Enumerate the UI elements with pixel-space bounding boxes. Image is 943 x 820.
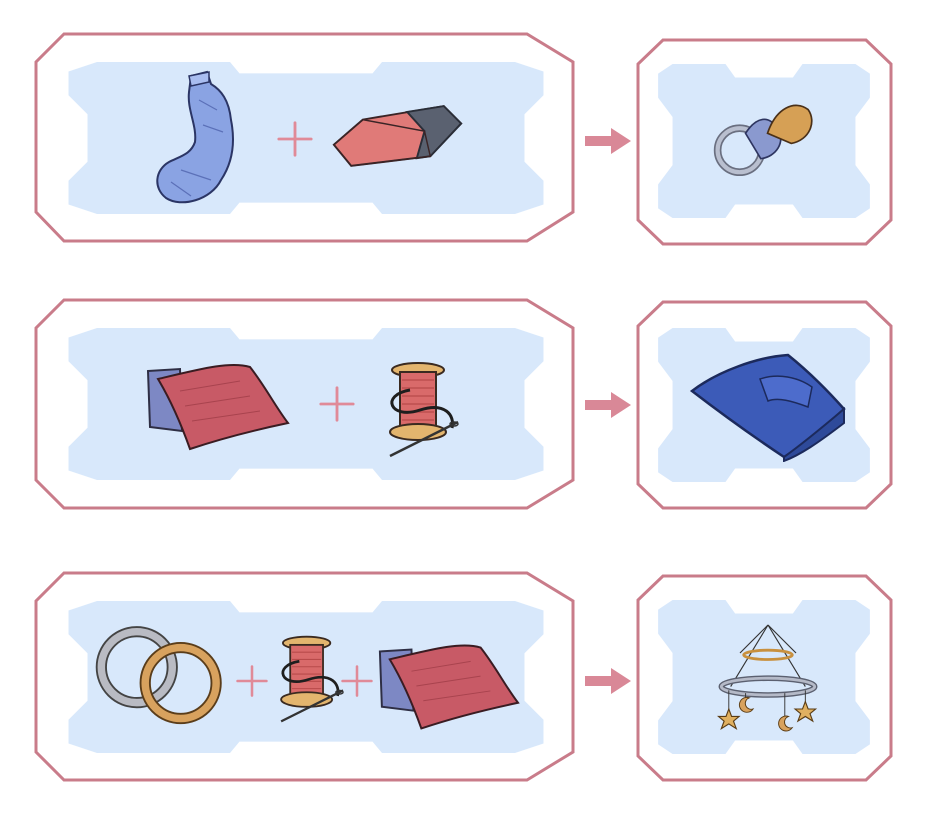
arrow-right-icon (585, 392, 631, 418)
arrow-right-icon (585, 128, 631, 154)
arrow-right-icon (585, 668, 631, 694)
recipe-row-1 (34, 32, 893, 246)
ingredients-panel-2 (68, 328, 544, 480)
recipe-row-3 (34, 571, 893, 782)
recipe-row-2 (34, 298, 893, 510)
